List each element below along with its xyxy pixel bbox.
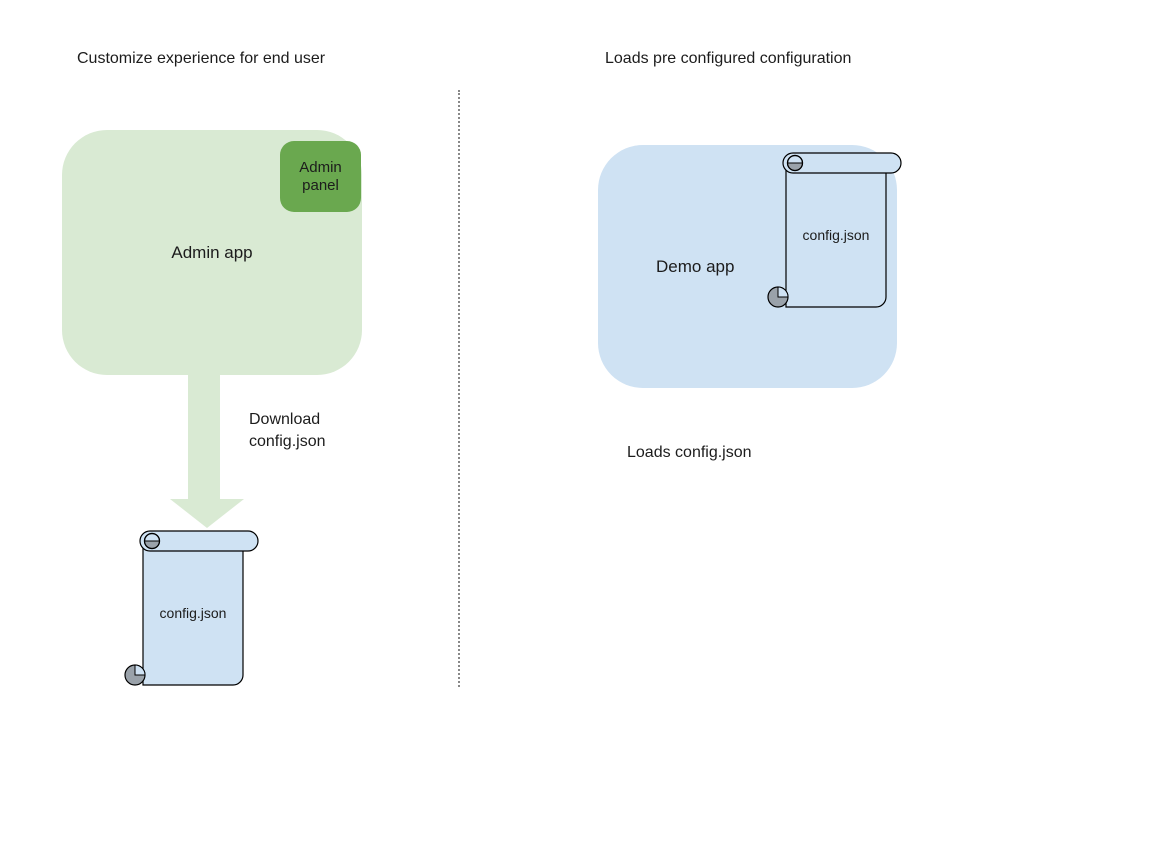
scroll-spiral-outline	[143, 532, 161, 550]
config-json-scroll-right: config.json	[767, 152, 902, 308]
admin-app-box: Admin app Admin panel	[62, 130, 362, 375]
download-arrow-icon	[170, 374, 244, 528]
right-section-title: Loads pre configured configuration	[605, 50, 852, 67]
scroll-bottom-curl-notch	[134, 664, 146, 676]
admin-panel-badge: Admin panel	[280, 141, 361, 212]
arrow-head	[170, 499, 244, 528]
admin-panel-label: Admin panel	[299, 158, 342, 194]
scroll-top-roll	[139, 530, 259, 552]
download-caption-line2: config.json	[249, 433, 326, 450]
download-caption-line1: Download	[249, 411, 321, 428]
config-file-label-left: config.json	[160, 605, 227, 621]
left-section-title: Customize experience for end user	[77, 50, 326, 67]
scroll-spiral-outline	[786, 154, 804, 172]
config-json-scroll-left: config.json	[124, 530, 259, 686]
scroll-body	[142, 540, 244, 686]
admin-app-label: Admin app	[171, 242, 253, 262]
arrow-shaft	[188, 374, 220, 500]
demo-app-label: Demo app	[656, 257, 735, 276]
loads-config-caption: Loads config.json	[627, 444, 752, 461]
scroll-bottom-curl-notch	[777, 286, 789, 298]
scroll-top-roll	[782, 152, 902, 174]
config-file-label-right: config.json	[803, 227, 870, 243]
download-caption: Download config.json	[249, 409, 326, 453]
section-divider-dotted-line	[458, 90, 460, 687]
scroll-body	[785, 162, 887, 308]
